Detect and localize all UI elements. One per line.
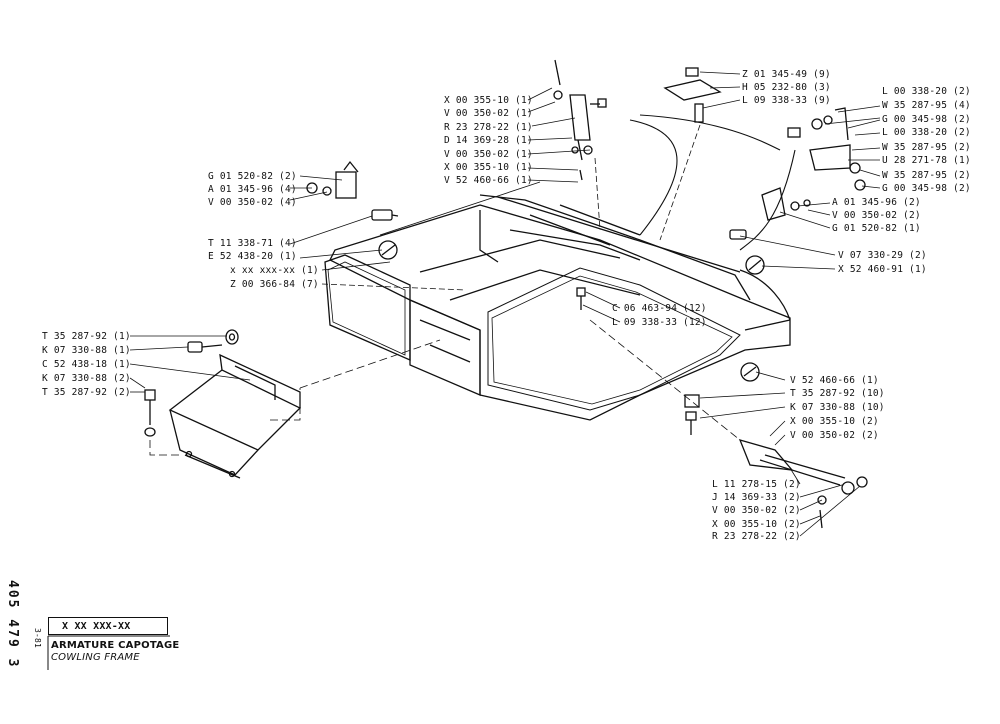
leader-lines <box>129 71 881 537</box>
label-c06463-94: C 06 463-94 (12) <box>612 303 707 314</box>
label-t35287-92-c: T 35 287-92 (10) <box>790 388 885 399</box>
label-v00350-02-right2: V 00 350-02 (2) <box>790 430 879 441</box>
label-g00345-98-a: G 00 345-98 (2) <box>882 114 971 125</box>
label-v52460-66-right: V 52 460-66 (1) <box>790 375 879 386</box>
drawing-title: ARMATURE CAPOTAGE <box>51 640 180 651</box>
label-k07330-88-a: K 07 330-88 (1) <box>42 345 131 356</box>
label-v07330-29: V 07 330-29 (2) <box>838 250 927 261</box>
label-e52438-20: E 52 438-20 (1) <box>208 251 297 262</box>
label-xxx-placeholder: x xx xxx-xx (1) <box>230 265 319 276</box>
label-v00350-02-top2: V 00 350-02 (1) <box>444 149 533 160</box>
label-k07330-88-b: K 07 330-88 (2) <box>42 373 131 384</box>
label-v00350-02-top1: V 00 350-02 (1) <box>444 108 533 119</box>
label-v00350-02-left: V 00 350-02 (4) <box>208 197 297 208</box>
label-c52438-18: C 52 438-18 (1) <box>42 359 131 370</box>
label-x00355-10-right: X 00 355-10 (2) <box>790 416 879 427</box>
label-u28271-78: U 28 271-78 (1) <box>882 155 971 166</box>
label-t35287-92-a: T 35 287-92 (1) <box>42 331 131 342</box>
label-z01345-49: Z 01 345-49 (9) <box>742 69 831 80</box>
label-t11338-71: T 11 338-71 (4) <box>208 238 297 249</box>
cowling-outline-arcs <box>629 114 796 251</box>
label-x00355-10-top2: X 00 355-10 (1) <box>444 162 533 173</box>
label-v00350-02-bottom: V 00 350-02 (2) <box>712 505 801 516</box>
title-block-lines <box>47 635 170 670</box>
label-l11278-15: L 11 278-15 (2) <box>712 479 801 490</box>
part-number-box <box>48 617 168 635</box>
label-j14369-33: J 14 369-33 (2) <box>712 492 801 503</box>
label-w35287-95-a: W 35 287-95 (4) <box>882 100 971 111</box>
label-z00366-84: Z 00 366-84 (7) <box>230 279 319 290</box>
label-l09338-33-top: L 09 338-33 (9) <box>742 95 831 106</box>
label-h05232-80: H 05 232-80 (3) <box>742 82 831 93</box>
drawing-subtitle: COWLING FRAME <box>51 652 140 663</box>
label-a01345-96-left: A 01 345-96 (4) <box>208 184 297 195</box>
label-d14369-28: D 14 369-28 (1) <box>444 135 533 146</box>
label-w35287-95-c: W 35 287-95 (2) <box>882 170 971 181</box>
label-g01520-82-right: G 01 520-82 (1) <box>832 223 921 234</box>
label-t35287-92-b: T 35 287-92 (2) <box>42 387 131 398</box>
label-k07330-88-c: K 07 330-88 (10) <box>790 402 885 413</box>
main-frame <box>324 194 791 421</box>
label-x00355-10-top1: X 00 355-10 (1) <box>444 95 533 106</box>
label-l09338-33-mid: L 09 338-33 (12) <box>612 317 707 328</box>
label-l00338-20-b: L 00 338-20 (2) <box>882 127 971 138</box>
label-w35287-95-b: W 35 287-95 (2) <box>882 142 971 153</box>
label-g00345-98-b: G 00 345-98 (2) <box>882 183 971 194</box>
guard-cover <box>168 353 302 479</box>
label-l00338-20-a: L 00 338-20 (2) <box>882 86 971 97</box>
hardware-left <box>144 59 868 529</box>
label-v52460-66-top: V 52 460-66 (1) <box>444 175 533 186</box>
part-number: X XX XXX-XX <box>62 621 131 632</box>
label-a01345-96-right: A 01 345-96 (2) <box>832 197 921 208</box>
label-v00350-02-right: V 00 350-02 (2) <box>832 210 921 221</box>
label-g01520-82-left: G 01 520-82 (2) <box>208 171 297 182</box>
label-r23278-22-bottom: R 23 278-22 (2) <box>712 531 801 542</box>
label-r23278-22-top: R 23 278-22 (1) <box>444 122 533 133</box>
label-x00355-10-bottom: X 00 355-10 (2) <box>712 519 801 530</box>
sheet-number: 405 479 3 <box>5 580 20 669</box>
label-x52460-91: X 52 460-91 (1) <box>838 264 927 275</box>
